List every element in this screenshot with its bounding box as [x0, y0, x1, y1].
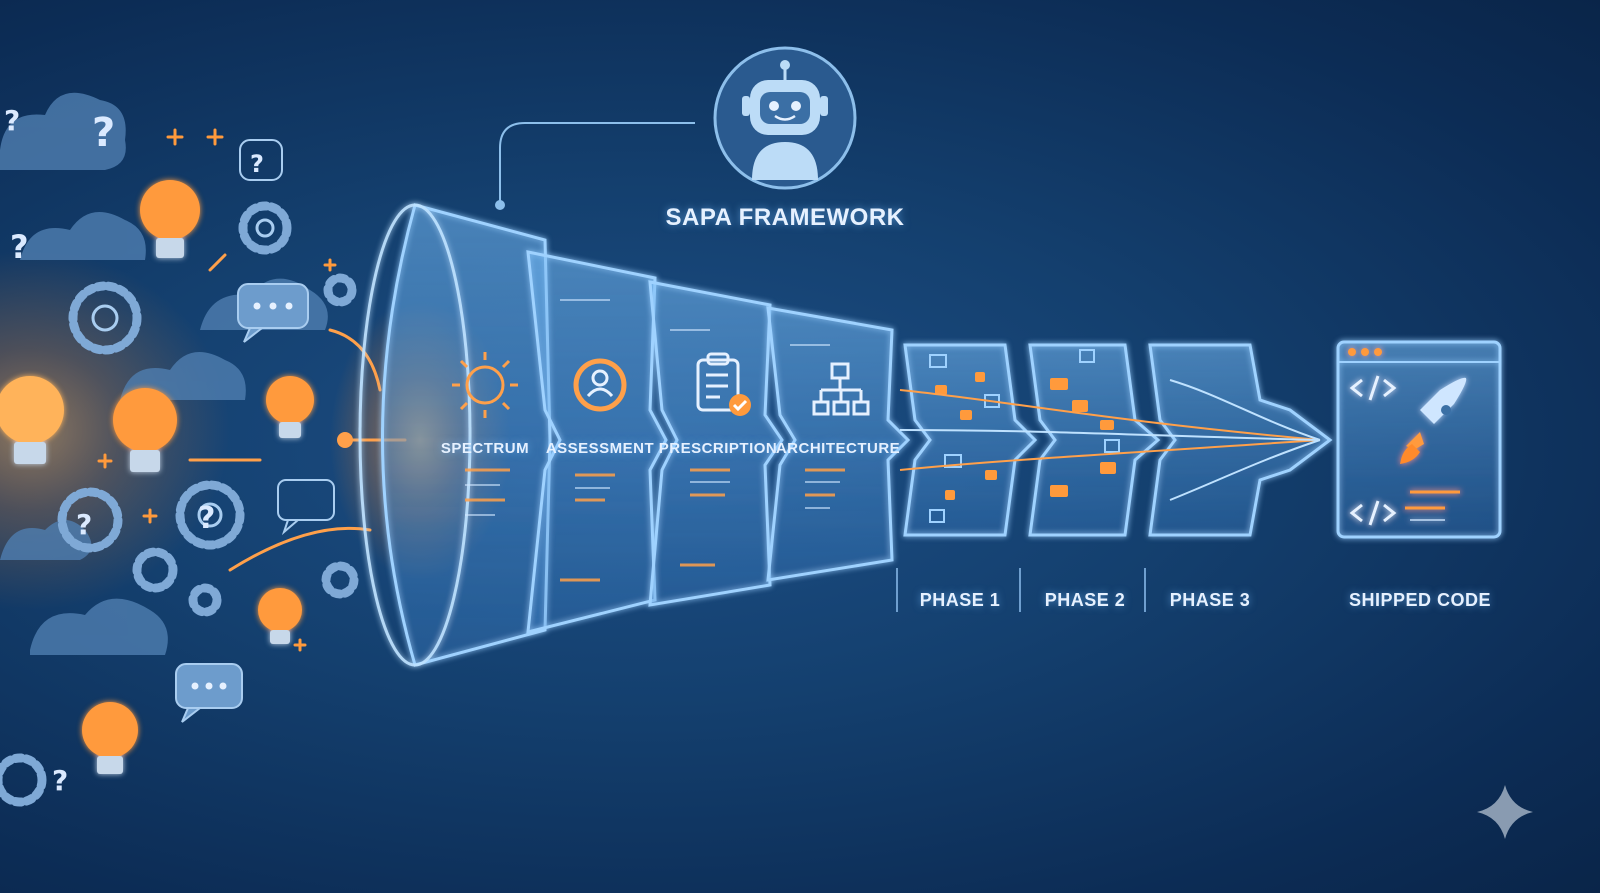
clipboard-check-icon	[696, 352, 751, 416]
svg-text:?: ?	[250, 150, 264, 178]
idea-cloud: ? ? ? ? ? ? ?	[0, 92, 407, 807]
sparkle-icon	[1477, 785, 1533, 839]
stage-label-assessment: ASSESSMENT	[545, 440, 655, 457]
hub-icon	[452, 352, 518, 418]
phase-label-2: PHASE 2	[1044, 590, 1126, 610]
svg-text:?: ?	[198, 501, 215, 536]
svg-text:?: ?	[4, 104, 20, 137]
framework-title: SAPA FRAMEWORK	[665, 204, 905, 231]
funnel-panel-spectrum	[358, 203, 552, 667]
code-icon	[1349, 375, 1397, 526]
question-mark-icon: ? ? ? ? ? ? ?	[4, 104, 264, 797]
stage-label-architecture: ARCHITECTURE	[775, 440, 901, 457]
lightbulb-icon	[0, 180, 314, 774]
rocket-icon	[1400, 377, 1467, 464]
stage-label-prescription: PRESCRIPTION	[658, 440, 778, 457]
phase-label-1: PHASE 1	[919, 590, 1001, 610]
phase-panel-1	[903, 343, 1038, 537]
gear-icon	[0, 201, 359, 807]
phase-panel-3	[1148, 343, 1333, 537]
user-target-icon	[573, 358, 627, 412]
funnel	[358, 203, 911, 667]
funnel-panel-architecture	[766, 306, 911, 582]
stage-label-spectrum: SPECTRUM	[440, 440, 530, 457]
phase-panel-2	[1028, 343, 1161, 537]
shipped-code-window	[1336, 340, 1502, 539]
svg-text:?: ?	[76, 508, 92, 541]
svg-text:?: ?	[92, 110, 115, 156]
robot-icon	[742, 60, 828, 180]
hierarchy-icon	[812, 362, 870, 416]
shipped-code-label: SHIPPED CODE	[1348, 590, 1492, 610]
funnel-panel-prescription	[648, 280, 784, 607]
phase-label-3: PHASE 3	[1169, 590, 1251, 610]
stage-icons	[452, 352, 870, 418]
svg-text:?: ?	[10, 228, 29, 266]
svg-text:?: ?	[52, 764, 68, 797]
sapa-mascot	[495, 46, 857, 210]
